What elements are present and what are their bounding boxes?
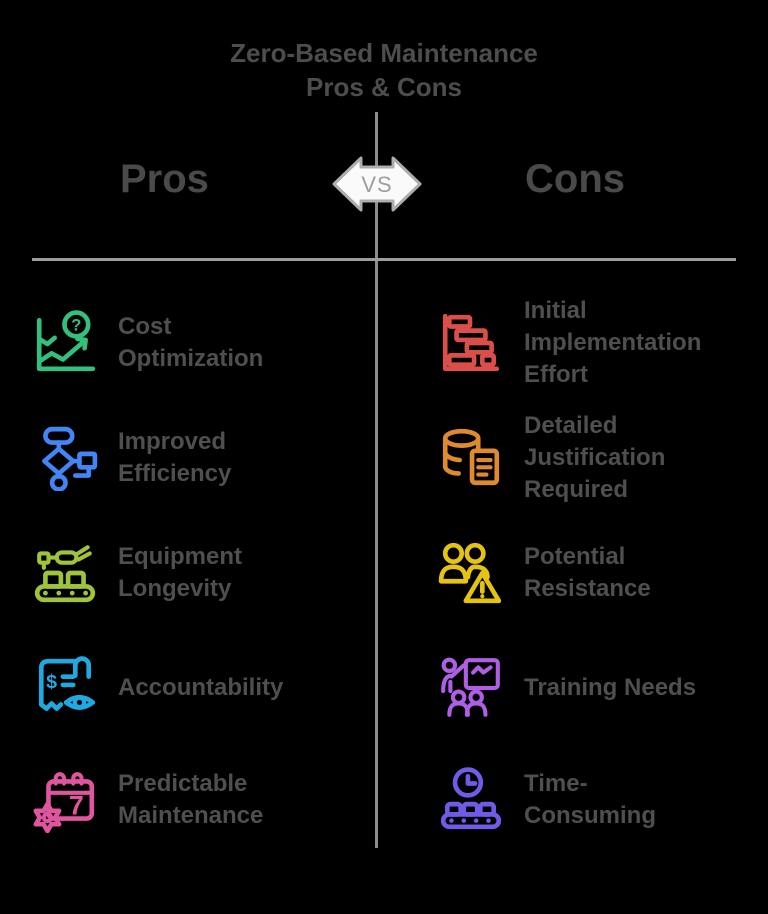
cons-item-detailed-justification-required: Detailed Justification Required — [438, 403, 758, 513]
cons-item-initial-implementation-effort: Initial Implementation Effort — [438, 288, 758, 398]
conveyor-robot-arm-icon — [32, 540, 98, 606]
cons-item-label: Training Needs — [524, 674, 697, 701]
pros-header: Pros — [120, 157, 209, 201]
svg-text:$: $ — [46, 671, 57, 693]
pros-item-cost-optimization: ? Cost Optimization — [32, 288, 362, 398]
pros-item-label: Accountability — [118, 674, 284, 701]
cons-item-label: Time- Consuming — [524, 770, 656, 829]
pros-item-label: Improved Efficiency — [118, 428, 232, 487]
receipt-eye-icon: $ — [32, 655, 98, 721]
cons-item-potential-resistance: Potential Resistance — [438, 518, 758, 628]
page-title-line2: Pros & Cons — [305, 72, 463, 102]
gantt-chart-icon — [438, 310, 504, 376]
vs-arrow-icon: VS — [332, 156, 422, 212]
page-title: Zero-Based Maintenance Pros & Cons — [0, 36, 768, 104]
cons-item-time-consuming: Time- Consuming — [438, 745, 758, 855]
growth-chart-question-icon: ? — [32, 310, 98, 376]
calendar-gear-icon: 7 — [32, 767, 98, 833]
horizontal-divider — [32, 258, 736, 261]
trainer-presentation-icon — [438, 655, 504, 721]
vertical-divider — [375, 112, 378, 848]
flowchart-icon — [32, 425, 98, 491]
vs-arrow-shape — [332, 156, 422, 212]
cons-item-label: Initial Implementation Effort — [524, 297, 702, 388]
pros-item-label: Equipment Longevity — [118, 543, 242, 602]
people-warning-icon — [438, 540, 504, 606]
cons-item-training-needs: Training Needs — [438, 633, 758, 743]
svg-text:7: 7 — [69, 790, 84, 820]
pros-item-accountability: $ Accountability — [32, 633, 362, 743]
vs-label: VS — [361, 172, 392, 197]
cons-item-label: Detailed Justification Required — [524, 412, 666, 503]
svg-text:?: ? — [71, 317, 81, 335]
clock-conveyor-icon — [438, 767, 504, 833]
cons-item-label: Potential Resistance — [524, 543, 651, 602]
vs-badge: VS — [331, 151, 423, 217]
cons-header: Cons — [525, 157, 625, 201]
pros-item-equipment-longevity: Equipment Longevity — [32, 518, 362, 628]
page-title-line1: Zero-Based Maintenance — [230, 38, 538, 68]
pros-item-label: Cost Optimization — [118, 313, 264, 372]
pros-item-improved-efficiency: Improved Efficiency — [32, 403, 362, 513]
database-document-icon — [438, 425, 504, 491]
pros-item-predictable-maintenance: 7 Predictable Maintenance — [32, 745, 362, 855]
pros-item-label: Predictable Maintenance — [118, 770, 264, 829]
